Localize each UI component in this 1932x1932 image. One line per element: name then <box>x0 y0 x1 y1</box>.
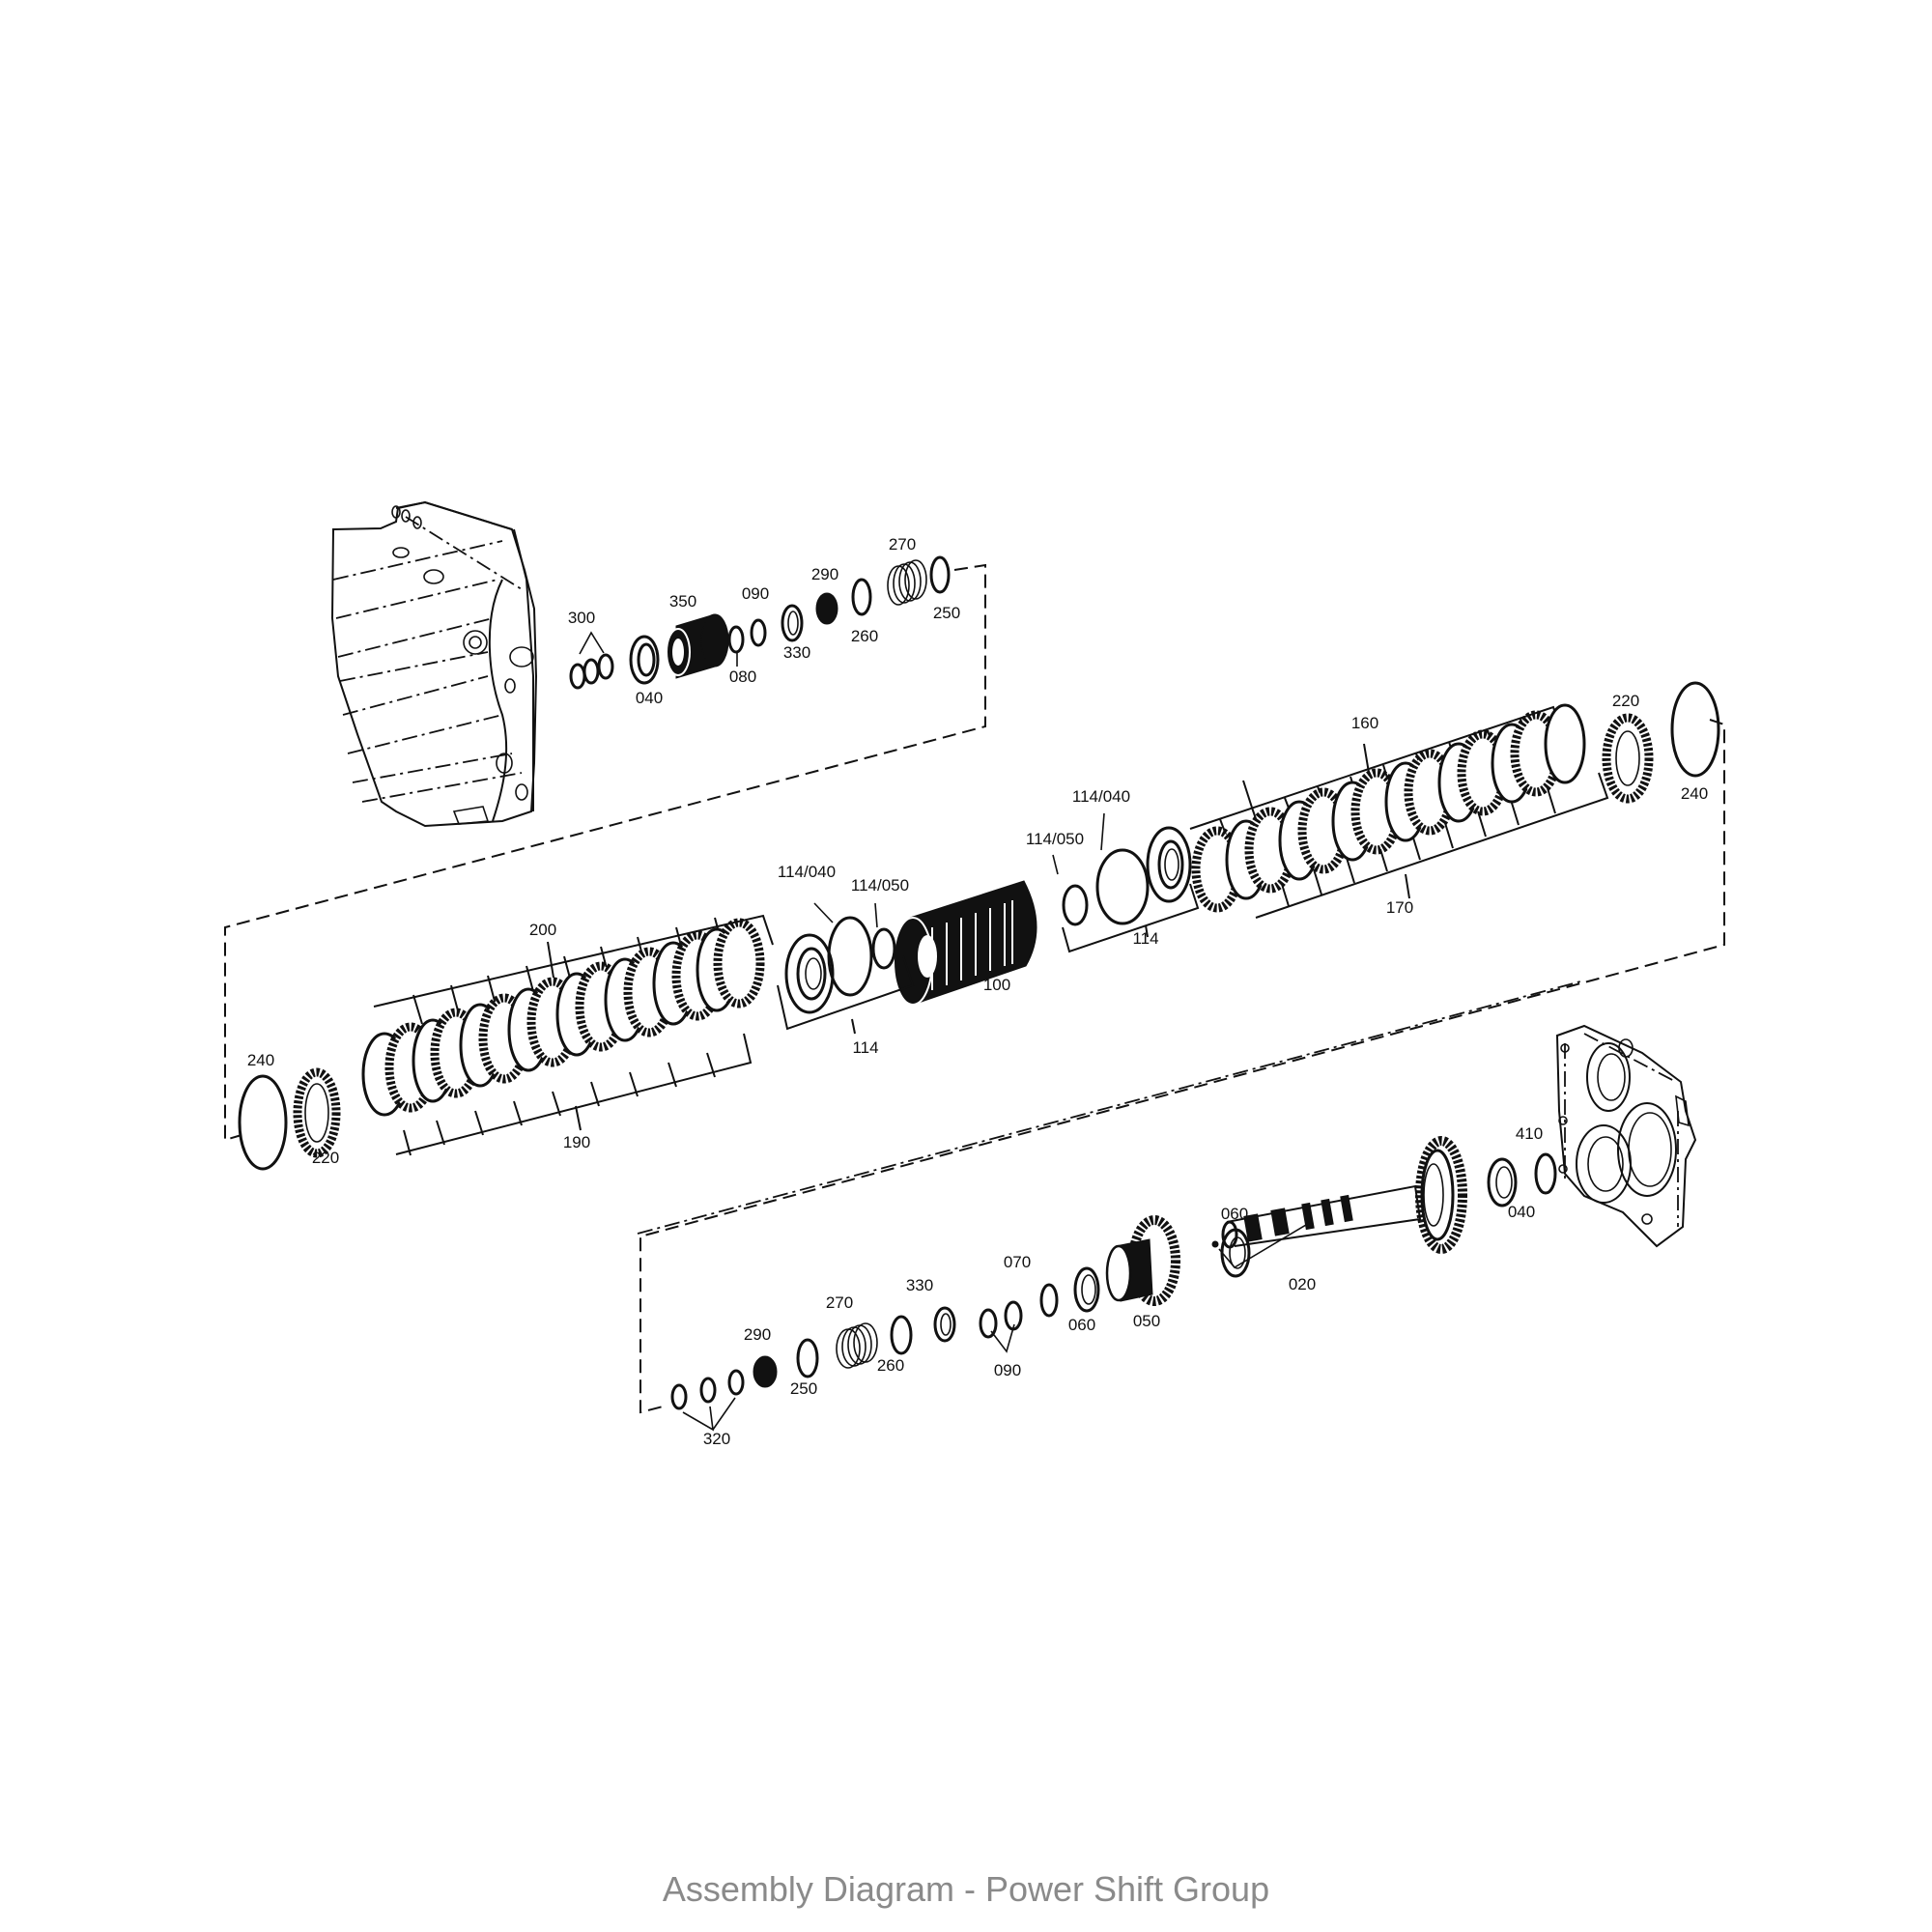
spring-270 <box>887 559 927 606</box>
callout-250-bottom: 250 <box>790 1379 817 1398</box>
assembly-axis-line-1 <box>224 563 986 1142</box>
callout-114-050-right: 114/050 <box>1026 830 1084 848</box>
center-axis-line <box>637 980 1585 1235</box>
bottom-row-parts <box>670 1136 1557 1432</box>
o-ring-320 <box>670 1383 688 1410</box>
callout-080: 080 <box>729 668 756 686</box>
bearing-060-upper <box>1220 1228 1251 1278</box>
ring-070 <box>1039 1283 1059 1318</box>
piston-290-bottom <box>753 1355 778 1388</box>
lower-clutch-pack <box>238 914 774 1171</box>
callout-070: 070 <box>1004 1253 1031 1271</box>
callout-labels: 300 040 350 090 080 330 290 260 270 250 … <box>247 535 1708 1448</box>
ring-250-bottom <box>796 1338 819 1378</box>
callout-250: 250 <box>933 604 960 622</box>
callout-160: 160 <box>1351 714 1378 732</box>
bearing-040-bottom <box>1487 1157 1518 1208</box>
callout-410: 410 <box>1516 1124 1543 1143</box>
bearing-060-lower <box>1073 1266 1100 1313</box>
callout-170: 170 <box>1386 898 1413 917</box>
gear-050 <box>1105 1215 1180 1306</box>
callout-114-left: 114 <box>852 1038 878 1057</box>
ring-260-bottom <box>890 1315 913 1355</box>
callout-260: 260 <box>851 627 878 645</box>
o-ring-300 <box>569 663 586 690</box>
callout-240-lower: 240 <box>247 1051 274 1069</box>
rear-housing <box>330 500 538 828</box>
end-plate-220 <box>1602 713 1654 804</box>
callout-270-bottom: 270 <box>826 1293 853 1312</box>
callout-240: 240 <box>1681 784 1708 803</box>
callout-090: 090 <box>742 584 769 603</box>
snap-ring-240-lower <box>238 1074 288 1171</box>
callout-114-050-left: 114/050 <box>851 876 909 895</box>
bearing-group-114-left <box>777 902 915 1035</box>
callout-114-040-right: 114/040 <box>1072 787 1130 806</box>
callout-090-bottom: 090 <box>994 1361 1021 1379</box>
snap-ring-090 <box>750 618 767 647</box>
snap-ring-240 <box>1670 681 1720 778</box>
input-shaft-020 <box>1211 1136 1467 1269</box>
diagram-caption: Assembly Diagram - Power Shift Group <box>662 1869 1270 1909</box>
upper-clutch-pack <box>1189 681 1720 919</box>
ring-330 <box>781 604 804 642</box>
callout-220-lower: 220 <box>312 1149 339 1167</box>
ring-330-bottom <box>933 1306 956 1343</box>
callout-330-bottom: 330 <box>906 1276 933 1294</box>
drum-350 <box>666 613 729 679</box>
callout-060-upper: 060 <box>1221 1205 1248 1223</box>
end-plate-220-lower <box>293 1067 341 1158</box>
ring-260 <box>851 578 872 616</box>
callout-320: 320 <box>703 1430 730 1448</box>
callout-270: 270 <box>889 535 916 554</box>
callout-060-lower: 060 <box>1068 1316 1095 1334</box>
callout-050: 050 <box>1133 1312 1160 1330</box>
callout-330: 330 <box>783 643 810 662</box>
clutch-hub-100 <box>893 880 1037 1006</box>
callout-190: 190 <box>563 1133 590 1151</box>
callout-290: 290 <box>811 565 838 583</box>
callout-040: 040 <box>636 689 663 707</box>
bearing-040 <box>629 635 660 685</box>
callout-220: 220 <box>1612 692 1639 710</box>
callout-114-040-left: 114/040 <box>778 863 836 881</box>
callout-350: 350 <box>669 592 696 611</box>
bearing-group-114-right <box>1052 812 1200 953</box>
spring-270-bottom <box>836 1322 878 1369</box>
callout-100: 100 <box>983 976 1010 994</box>
assembly-axis-line-2 <box>639 719 1725 1414</box>
piston-290 <box>815 592 838 625</box>
top-row-parts <box>569 555 951 690</box>
snap-ring-080 <box>727 625 745 654</box>
callout-040-bottom: 040 <box>1508 1203 1535 1221</box>
callout-290-bottom: 290 <box>744 1325 771 1344</box>
callout-114-right: 114 <box>1132 929 1158 948</box>
ring-250 <box>929 555 951 594</box>
callout-300: 300 <box>568 609 595 627</box>
callout-200: 200 <box>529 921 556 939</box>
callout-020: 020 <box>1289 1275 1316 1293</box>
snap-ring-090-a <box>979 1308 998 1339</box>
front-cover <box>1555 1024 1697 1248</box>
callout-260-bottom: 260 <box>877 1356 904 1375</box>
ring-410 <box>1534 1152 1557 1195</box>
